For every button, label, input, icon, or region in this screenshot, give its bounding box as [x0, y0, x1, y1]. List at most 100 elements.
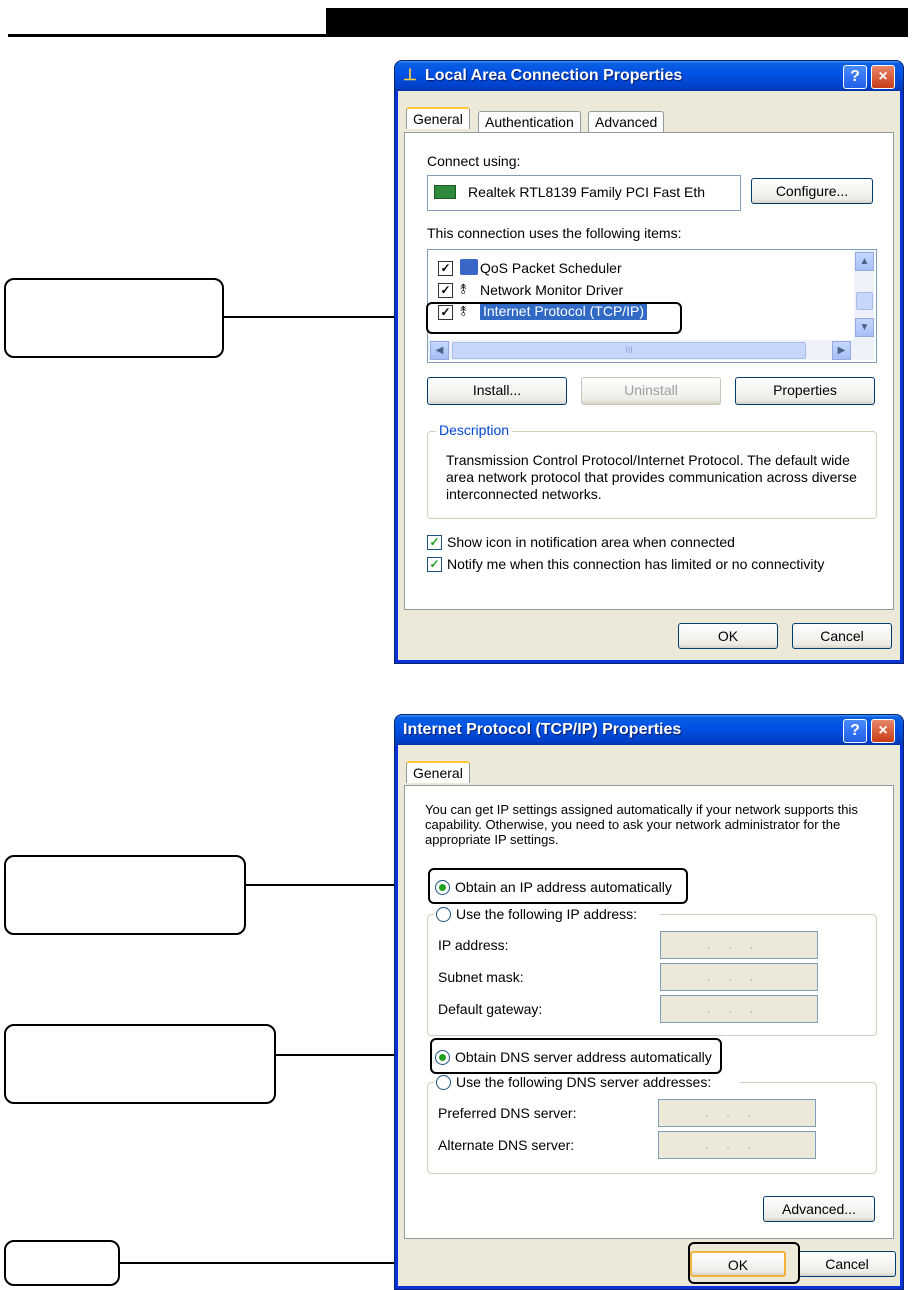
tab-general[interactable]: General [406, 107, 470, 129]
window1-titlebar[interactable]: ⊥ Local Area Connection Properties ? × [395, 61, 903, 91]
ip-address-input[interactable]: ... [660, 931, 818, 959]
install-button[interactable]: Install... [427, 377, 567, 405]
intro-text: You can get IP settings assigned automat… [425, 802, 858, 847]
network-adapter-icon [434, 185, 456, 199]
close-button[interactable]: × [871, 65, 895, 89]
tab-advanced[interactable]: Advanced [588, 111, 665, 132]
window2-title: Internet Protocol (TCP/IP) Properties [403, 721, 682, 738]
close-button[interactable]: × [871, 719, 895, 743]
use-ip-option[interactable]: Use the following IP address: [434, 905, 660, 923]
description-legend: Description [436, 422, 513, 438]
obtain-ip-option[interactable]: Obtain an IP address automatically [435, 878, 735, 896]
preferred-dns-input[interactable]: ... [658, 1099, 816, 1127]
obtain-dns-label: Obtain DNS server address automatically [455, 1049, 712, 1065]
advanced-button[interactable]: Advanced... [763, 1196, 875, 1222]
window1-client: General Authentication Advanced Connect … [398, 91, 900, 660]
use-dns-label: Use the following DNS server addresses: [456, 1074, 712, 1090]
tcpip-item-highlight [426, 302, 682, 334]
window1-title: Local Area Connection Properties [425, 67, 683, 84]
cancel-button[interactable]: Cancel [798, 1251, 896, 1277]
items-label: This connection uses the following items… [427, 225, 682, 241]
window2-titlebar[interactable]: Internet Protocol (TCP/IP) Properties ? … [395, 715, 903, 745]
subnet-mask-input[interactable]: ... [660, 963, 818, 991]
scroll-down-icon[interactable]: ▼ [855, 318, 874, 337]
obtain-ip-radio[interactable] [435, 880, 450, 895]
obtain-ip-label: Obtain an IP address automatically [455, 879, 672, 895]
alternate-dns-label: Alternate DNS server: [438, 1137, 575, 1153]
show-icon-label: Show icon in notification area when conn… [447, 534, 735, 550]
use-ip-radio[interactable] [436, 907, 451, 922]
properties-button[interactable]: Properties [735, 377, 875, 405]
list-item[interactable]: ✓ ⥉ Network Monitor Driver [436, 280, 856, 300]
configure-button[interactable]: Configure... [751, 178, 873, 204]
general-tab-panel: Connect using: Realtek RTL8139 Family PC… [404, 132, 894, 610]
description-text: Transmission Control Protocol/Internet P… [446, 452, 857, 502]
tab-authentication[interactable]: Authentication [478, 111, 581, 132]
scroll-thumb[interactable] [856, 292, 873, 310]
item-checkbox[interactable]: ✓ [438, 261, 453, 276]
item-label: Network Monitor Driver [480, 282, 624, 298]
horizontal-scrollbar[interactable]: ◀ III ▶ [428, 340, 874, 360]
show-icon-option[interactable]: ✓ Show icon in notification area when co… [427, 533, 877, 551]
default-gateway-label: Default gateway: [438, 1001, 543, 1017]
callout-leader-3 [274, 1054, 430, 1056]
callout-leader-1 [222, 316, 426, 318]
tcpip-properties-window: Internet Protocol (TCP/IP) Properties ? … [394, 714, 904, 1290]
ok-highlight [688, 1242, 800, 1284]
close-icon: × [878, 722, 888, 739]
subnet-mask-label: Subnet mask: [438, 969, 524, 985]
list-item[interactable]: ✓ QoS Packet Scheduler [436, 258, 856, 278]
preferred-dns-label: Preferred DNS server: [438, 1105, 577, 1121]
default-gateway-input[interactable]: ... [660, 995, 818, 1023]
item-checkbox[interactable]: ✓ [438, 305, 453, 320]
close-icon: × [878, 68, 888, 85]
callout-box-3 [4, 1024, 276, 1104]
help-button[interactable]: ? [843, 719, 867, 743]
window2-client: General You can get IP settings assigned… [398, 745, 900, 1286]
use-ip-label: Use the following IP address: [456, 906, 638, 922]
use-dns-radio[interactable] [436, 1075, 451, 1090]
item-checkbox[interactable]: ✓ [438, 283, 453, 298]
notify-option[interactable]: ✓ Notify me when this connection has lim… [427, 555, 877, 573]
general-tab-panel: You can get IP settings assigned automat… [404, 785, 894, 1239]
vertical-scrollbar[interactable]: ▲ ▼ [854, 250, 874, 340]
scroll-up-icon[interactable]: ▲ [855, 252, 874, 271]
help-button[interactable]: ? [843, 65, 867, 89]
notify-checkbox[interactable]: ✓ [427, 557, 442, 572]
item-label: QoS Packet Scheduler [480, 260, 622, 276]
description-group: Description Transmission Control Protoco… [427, 422, 877, 519]
cancel-button[interactable]: Cancel [792, 623, 892, 649]
scroll-right-icon[interactable]: ▶ [832, 341, 851, 360]
page-header-bar [326, 8, 908, 36]
network-connection-icon: ⊥ [403, 67, 417, 84]
obtain-ip-highlight [428, 868, 688, 904]
show-icon-checkbox[interactable]: ✓ [427, 535, 442, 550]
help-icon: ? [850, 68, 860, 85]
local-area-connection-properties-window: ⊥ Local Area Connection Properties ? × G… [394, 60, 904, 664]
callout-box-2 [4, 855, 246, 935]
obtain-dns-option[interactable]: Obtain DNS server address automatically [435, 1048, 735, 1066]
notify-label: Notify me when this connection has limit… [447, 556, 825, 572]
dns-address-group: Use the following DNS server addresses: … [427, 1073, 877, 1174]
adapter-name: Realtek RTL8139 Family PCI Fast Eth [468, 184, 706, 200]
items-list: ✓ QoS Packet Scheduler ✓ ⥉ Network Monit… [427, 249, 877, 363]
callout-box-4 [4, 1240, 120, 1286]
scroll-left-icon[interactable]: ◀ [430, 341, 449, 360]
ok-button[interactable]: OK [678, 623, 778, 649]
use-dns-option[interactable]: Use the following DNS server addresses: [434, 1073, 740, 1091]
page-header-rule [8, 34, 908, 37]
obtain-dns-radio[interactable] [435, 1050, 450, 1065]
connect-using-label: Connect using: [427, 153, 521, 169]
list-item-selected[interactable]: ✓ ⥉ Internet Protocol (TCP/IP) [436, 302, 856, 322]
protocol-icon: ⥉ [460, 281, 467, 297]
alternate-dns-input[interactable]: ... [658, 1131, 816, 1159]
ip-address-label: IP address: [438, 937, 509, 953]
tab-general[interactable]: General [406, 761, 470, 783]
adapter-field: Realtek RTL8139 Family PCI Fast Eth [427, 175, 741, 211]
scroll-thumb[interactable]: III [452, 342, 806, 359]
ok-button[interactable]: OK [690, 1251, 786, 1277]
protocol-icon: ⥉ [460, 303, 467, 319]
item-label: Internet Protocol (TCP/IP) [480, 302, 648, 320]
uninstall-button[interactable]: Uninstall [581, 377, 721, 405]
help-icon: ? [850, 722, 860, 739]
